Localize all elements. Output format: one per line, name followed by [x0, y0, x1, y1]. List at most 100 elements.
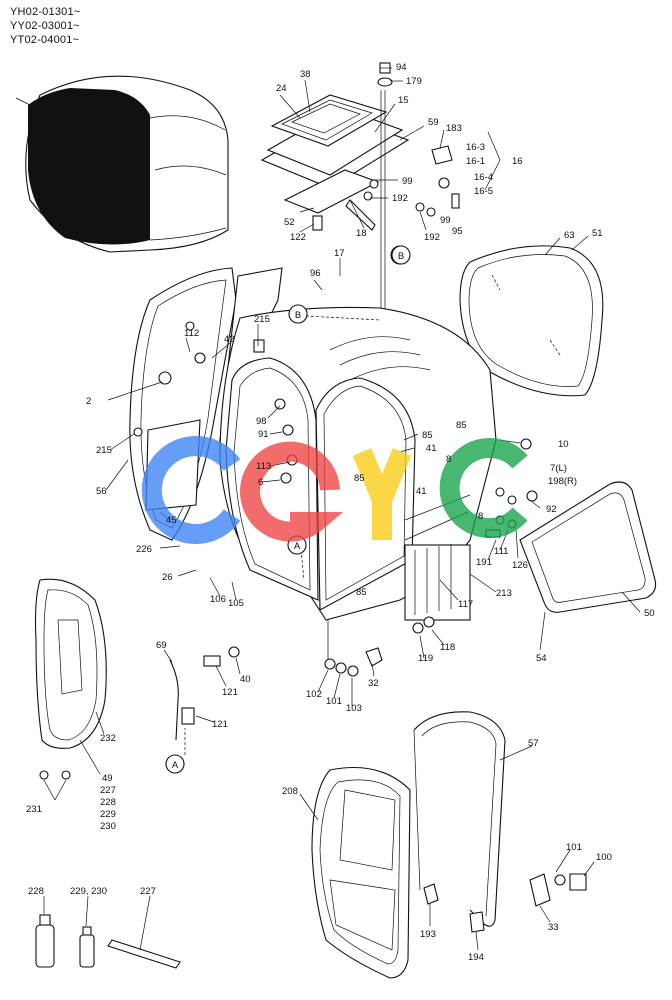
callout-99-b: 99 — [440, 215, 451, 226]
callout-33: 33 — [548, 922, 559, 933]
callout-117: 117 — [458, 599, 473, 610]
callout-226: 226 — [136, 544, 152, 555]
serial-range-2: YY02-03001~ — [10, 20, 80, 32]
callout-18: 18 — [356, 228, 367, 239]
marker-b-mid-label: B — [295, 310, 301, 321]
callout-10: 10 — [558, 439, 569, 450]
callout-51: 51 — [592, 228, 603, 239]
callout-92: 92 — [546, 504, 557, 515]
right-side-window — [485, 438, 657, 613]
callout-16-4: 16-4 — [474, 172, 493, 183]
watermark-letter-4 — [439, 438, 528, 538]
side-cover-panel — [34, 578, 107, 780]
callout-6: 6 — [258, 477, 263, 488]
callout-95: 95 — [452, 226, 463, 237]
callout-113: 113 — [256, 461, 271, 472]
leader-lines — [43, 67, 641, 951]
callout-126: 126 — [512, 560, 528, 571]
callout-122: 122 — [290, 232, 306, 243]
callout-52: 52 — [284, 217, 295, 228]
callout-229-230: 229, 230 — [70, 886, 107, 897]
callout-121-b: 121 — [212, 719, 228, 730]
callout-215-a: 215 — [254, 314, 270, 325]
callout-16: 16 — [512, 156, 523, 167]
callout-38: 38 — [300, 69, 311, 80]
callouts: 94 179 38 24 15 59 183 16-3 16-1 16 16-4… — [26, 62, 655, 963]
callout-69: 69 — [156, 640, 167, 651]
callout-40: 40 — [240, 674, 251, 685]
callout-91: 91 — [258, 429, 269, 440]
watermark-letter-3 — [352, 448, 412, 540]
callout-98: 98 — [256, 416, 267, 427]
callout-100: 100 — [596, 852, 612, 863]
callout-229: 229 — [100, 809, 116, 820]
callout-179: 179 — [406, 76, 422, 87]
callout-7L: 7(L) — [550, 463, 567, 474]
callout-208: 208 — [282, 786, 298, 797]
callout-227-a: 227 — [100, 785, 116, 796]
callout-192-a: 192 — [392, 193, 408, 204]
callout-85-d: 85 — [356, 587, 367, 598]
cab-door — [311, 711, 587, 979]
callout-213: 213 — [496, 588, 512, 599]
marker-a-hinge-label: A — [172, 760, 179, 771]
callout-63: 63 — [564, 230, 575, 241]
adhesive-kit — [35, 914, 181, 969]
callout-101-b: 101 — [566, 842, 582, 853]
callout-15: 15 — [398, 95, 409, 106]
callout-227-b: 227 — [140, 886, 156, 897]
callout-230: 230 — [100, 821, 116, 832]
callout-111: 111 — [494, 546, 508, 557]
callout-118: 118 — [440, 642, 455, 653]
rear-window-glass — [459, 245, 604, 397]
callout-193: 193 — [420, 929, 436, 940]
callout-85-a: 85 — [422, 430, 433, 441]
callout-16-3: 16-3 — [466, 142, 485, 153]
callout-191: 191 — [476, 557, 492, 568]
callout-231: 231 — [26, 804, 42, 815]
callout-59: 59 — [428, 117, 439, 128]
callout-194: 194 — [468, 952, 484, 963]
callout-121-a: 121 — [222, 687, 238, 698]
callout-56: 56 — [96, 486, 107, 497]
callout-85-c: 85 — [354, 473, 365, 484]
callout-228-b: 228 — [28, 886, 44, 897]
callout-232: 232 — [100, 733, 116, 744]
callout-32: 32 — [368, 678, 379, 689]
callout-85-b: 85 — [456, 420, 467, 431]
callout-54: 54 — [536, 653, 547, 664]
hinge-and-bolts — [169, 646, 240, 741]
callout-16-5: 16-5 — [474, 186, 493, 197]
callout-119: 119 — [418, 653, 433, 664]
callout-183: 183 — [446, 123, 462, 134]
callout-94: 94 — [396, 62, 407, 73]
callout-50: 50 — [644, 608, 655, 619]
callout-106: 106 — [210, 594, 226, 605]
callout-2: 2 — [86, 396, 91, 407]
callout-8-b: 8 — [478, 511, 483, 522]
callout-49: 49 — [102, 773, 113, 784]
watermark-logo — [141, 436, 528, 544]
marker-b-mid — [288, 304, 308, 324]
roof-hatch-assembly — [260, 62, 460, 320]
cab-overview-illustration — [15, 75, 229, 253]
watermark-letter-2 — [240, 441, 344, 542]
callout-41-b: 41 — [416, 486, 427, 497]
marker-a-body-label: A — [294, 541, 301, 552]
marker-a-hinge — [165, 754, 185, 774]
watermark-letter-1 — [141, 436, 241, 544]
callout-8-a: 8 — [446, 454, 451, 465]
serial-range-1: YH02-01301~ — [10, 6, 81, 18]
callout-41-a: 41 — [426, 443, 437, 454]
callout-17: 17 — [334, 248, 345, 259]
callout-26: 26 — [162, 572, 173, 583]
callout-228-a: 228 — [100, 797, 116, 808]
marker-b-top-label: B — [398, 251, 404, 262]
callout-57: 57 — [528, 738, 539, 749]
callout-102: 102 — [306, 689, 322, 700]
marker-b-top — [391, 245, 411, 265]
callout-24: 24 — [276, 83, 287, 94]
callout-45: 45 — [166, 515, 177, 526]
callout-103: 103 — [346, 703, 362, 714]
